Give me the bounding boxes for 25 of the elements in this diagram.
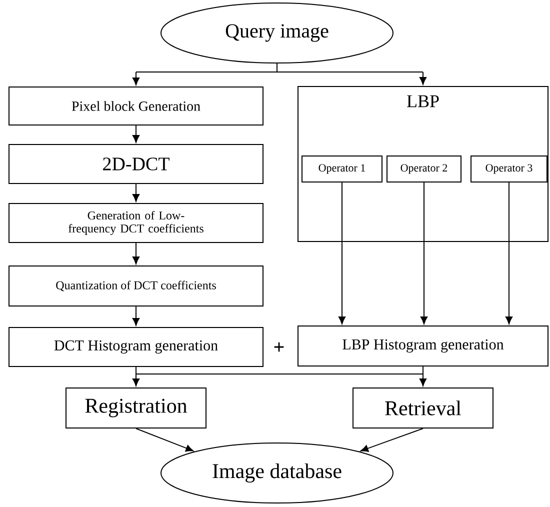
operator-box: Operator 3 [470,156,548,182]
process-box: 2D-DCT [8,144,264,184]
arrow [136,428,194,452]
process-box: DCT Histogram generation [8,327,264,367]
operator-box: Operator 2 [386,156,462,182]
arrow [132,125,140,143]
arrow [132,306,140,326]
process-box: Pixel block Generation [8,86,264,126]
arrow [420,182,428,324]
arrow [505,182,513,324]
process-box: Registration [66,388,206,428]
ellipse-node: Query image [160,2,394,64]
arrow [132,242,140,264]
process-box: Quantization of DCT coefficients [8,266,264,306]
branching-arrow [132,63,427,86]
process-box: Generation of Low-frequency DCT coefficients [8,203,264,243]
arrow [338,182,346,324]
process-box: Retrieval [352,388,494,428]
ellipse-node: Image database [160,442,394,504]
operator-box: Operator 1 [302,156,382,182]
branching-arrow [132,366,427,386]
arrow [360,428,424,452]
plus-sign: + [274,342,284,352]
process-box: LBP Histogram generation [298,326,548,366]
arrow [132,184,140,202]
